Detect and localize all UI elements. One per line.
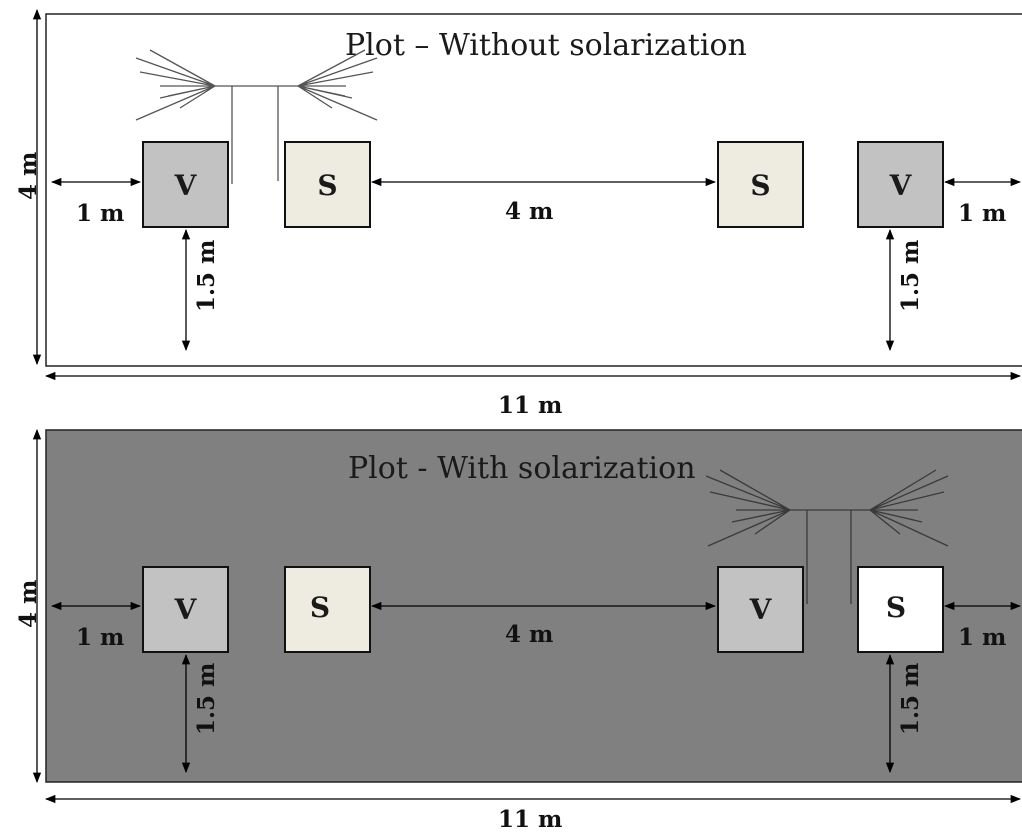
plot-without-solarization: Plot – Without solarization V S S V bbox=[45, 13, 1022, 367]
plant-box-3: S bbox=[717, 141, 804, 228]
plant-box-3: V bbox=[717, 566, 804, 653]
plant-box-1: V bbox=[142, 141, 229, 228]
spacing-label: 4 m bbox=[505, 621, 553, 648]
left-depth-label: 1.5 m bbox=[193, 240, 220, 312]
plant-box-2: S bbox=[284, 141, 371, 228]
left-edge-label: 1 m bbox=[76, 200, 124, 227]
height-label: 4 m bbox=[15, 152, 42, 200]
right-depth-label: 1.5 m bbox=[897, 240, 924, 312]
right-edge-label: 1 m bbox=[958, 624, 1006, 651]
plot-title: Plot - With solarization bbox=[348, 451, 696, 486]
plant-box-2: S bbox=[284, 566, 371, 653]
plant-box-1: V bbox=[142, 566, 229, 653]
left-depth-label: 1.5 m bbox=[193, 663, 220, 735]
spacing-label: 4 m bbox=[505, 198, 553, 225]
plant-box-4: V bbox=[857, 141, 944, 228]
left-edge-label: 1 m bbox=[76, 624, 124, 651]
box-label: S bbox=[310, 591, 330, 624]
box-label: S bbox=[886, 591, 906, 624]
box-label: V bbox=[889, 169, 913, 202]
tree-icon bbox=[135, 49, 378, 184]
plot-with-solarization: Plot - With solarization V S V S bbox=[45, 429, 1022, 783]
tree-icon bbox=[705, 469, 949, 604]
height-label: 4 m bbox=[15, 580, 42, 628]
right-depth-label: 1.5 m bbox=[897, 663, 924, 735]
box-label: V bbox=[749, 593, 773, 626]
box-label: V bbox=[174, 593, 198, 626]
width-label: 11 m bbox=[498, 806, 562, 832]
plot-title: Plot – Without solarization bbox=[345, 28, 747, 63]
box-label: S bbox=[750, 169, 770, 202]
width-label: 11 m bbox=[498, 392, 562, 419]
box-label: S bbox=[317, 169, 337, 202]
right-edge-label: 1 m bbox=[958, 200, 1006, 227]
plant-box-4: S bbox=[857, 566, 944, 653]
box-label: V bbox=[174, 169, 198, 202]
